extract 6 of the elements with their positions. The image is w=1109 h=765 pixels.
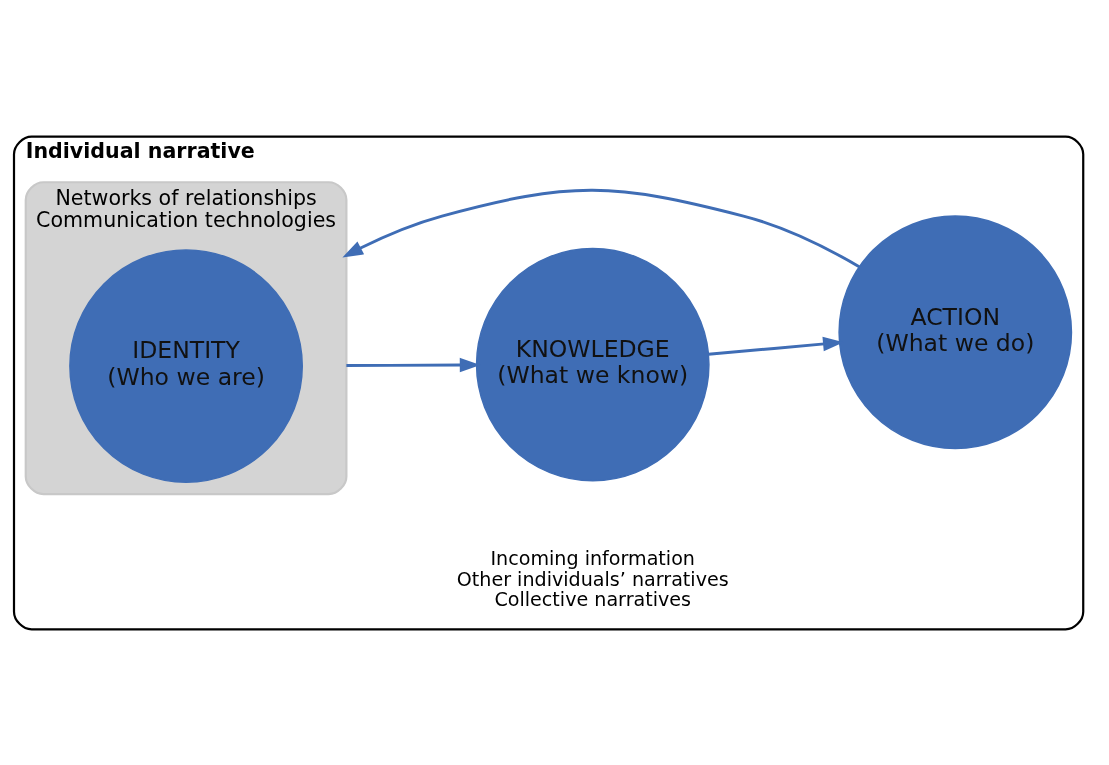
arrow <box>342 188 860 268</box>
node-label: Incoming information <box>490 546 695 570</box>
node-circle: ACTION (What we do) <box>838 214 1073 449</box>
node-circle: IDENTITY (Who we are) <box>69 248 303 483</box>
node-circle: KNOWLEDGE (What we know) <box>475 247 710 482</box>
node-label: Collective narratives <box>494 587 692 611</box>
